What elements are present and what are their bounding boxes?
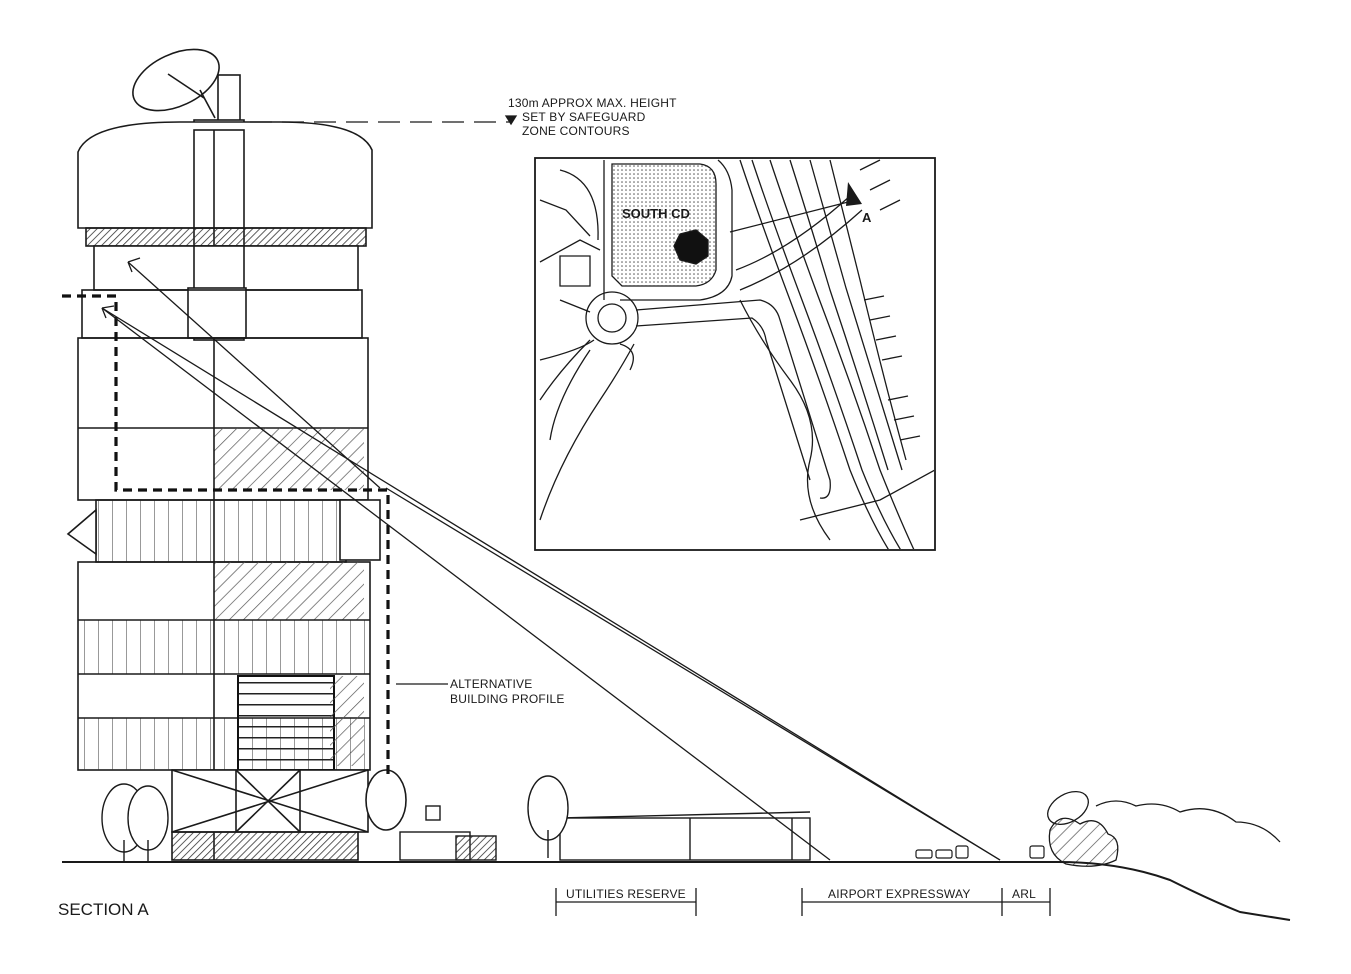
alt-profile-label-line-2: BUILDING PROFILE [450, 692, 565, 706]
max-height-label-line-1: 130m APPROX MAX. HEIGHT [508, 96, 677, 110]
ground-line [62, 861, 1291, 921]
satellite-dish-icon [132, 48, 220, 119]
tree-icon [527, 775, 569, 858]
tree-icon [101, 783, 169, 862]
alternative-profile-outline [62, 294, 390, 780]
vegetation [1047, 790, 1281, 867]
tower [66, 48, 407, 861]
ground-zone-dimensions [555, 888, 1051, 916]
zone-label-expressway: AIRPORT EXPRESSWAY [828, 887, 971, 901]
section-title: SECTION A [58, 900, 149, 919]
zone-label-arl: ARL [1012, 887, 1036, 901]
car-icon [915, 845, 1045, 859]
alt-profile-label-line-1: ALTERNATIVE [450, 677, 532, 691]
sight-lines [101, 257, 1001, 861]
district-label: SOUTH CD [622, 206, 690, 221]
low-rise-buildings [399, 805, 811, 861]
section-arrow-icon [846, 182, 862, 206]
max-height-label-line-2: SET BY SAFEGUARD [522, 110, 646, 124]
tower-footprint-icon [673, 229, 709, 265]
inset-site-map: A SOUTH CD [534, 157, 936, 551]
zone-label-utilities: UTILITIES RESERVE [566, 887, 686, 901]
section-marker-label: A [862, 210, 872, 225]
max-height-leader [250, 115, 518, 126]
max-height-label-line-3: ZONE CONTOURS [522, 124, 630, 138]
